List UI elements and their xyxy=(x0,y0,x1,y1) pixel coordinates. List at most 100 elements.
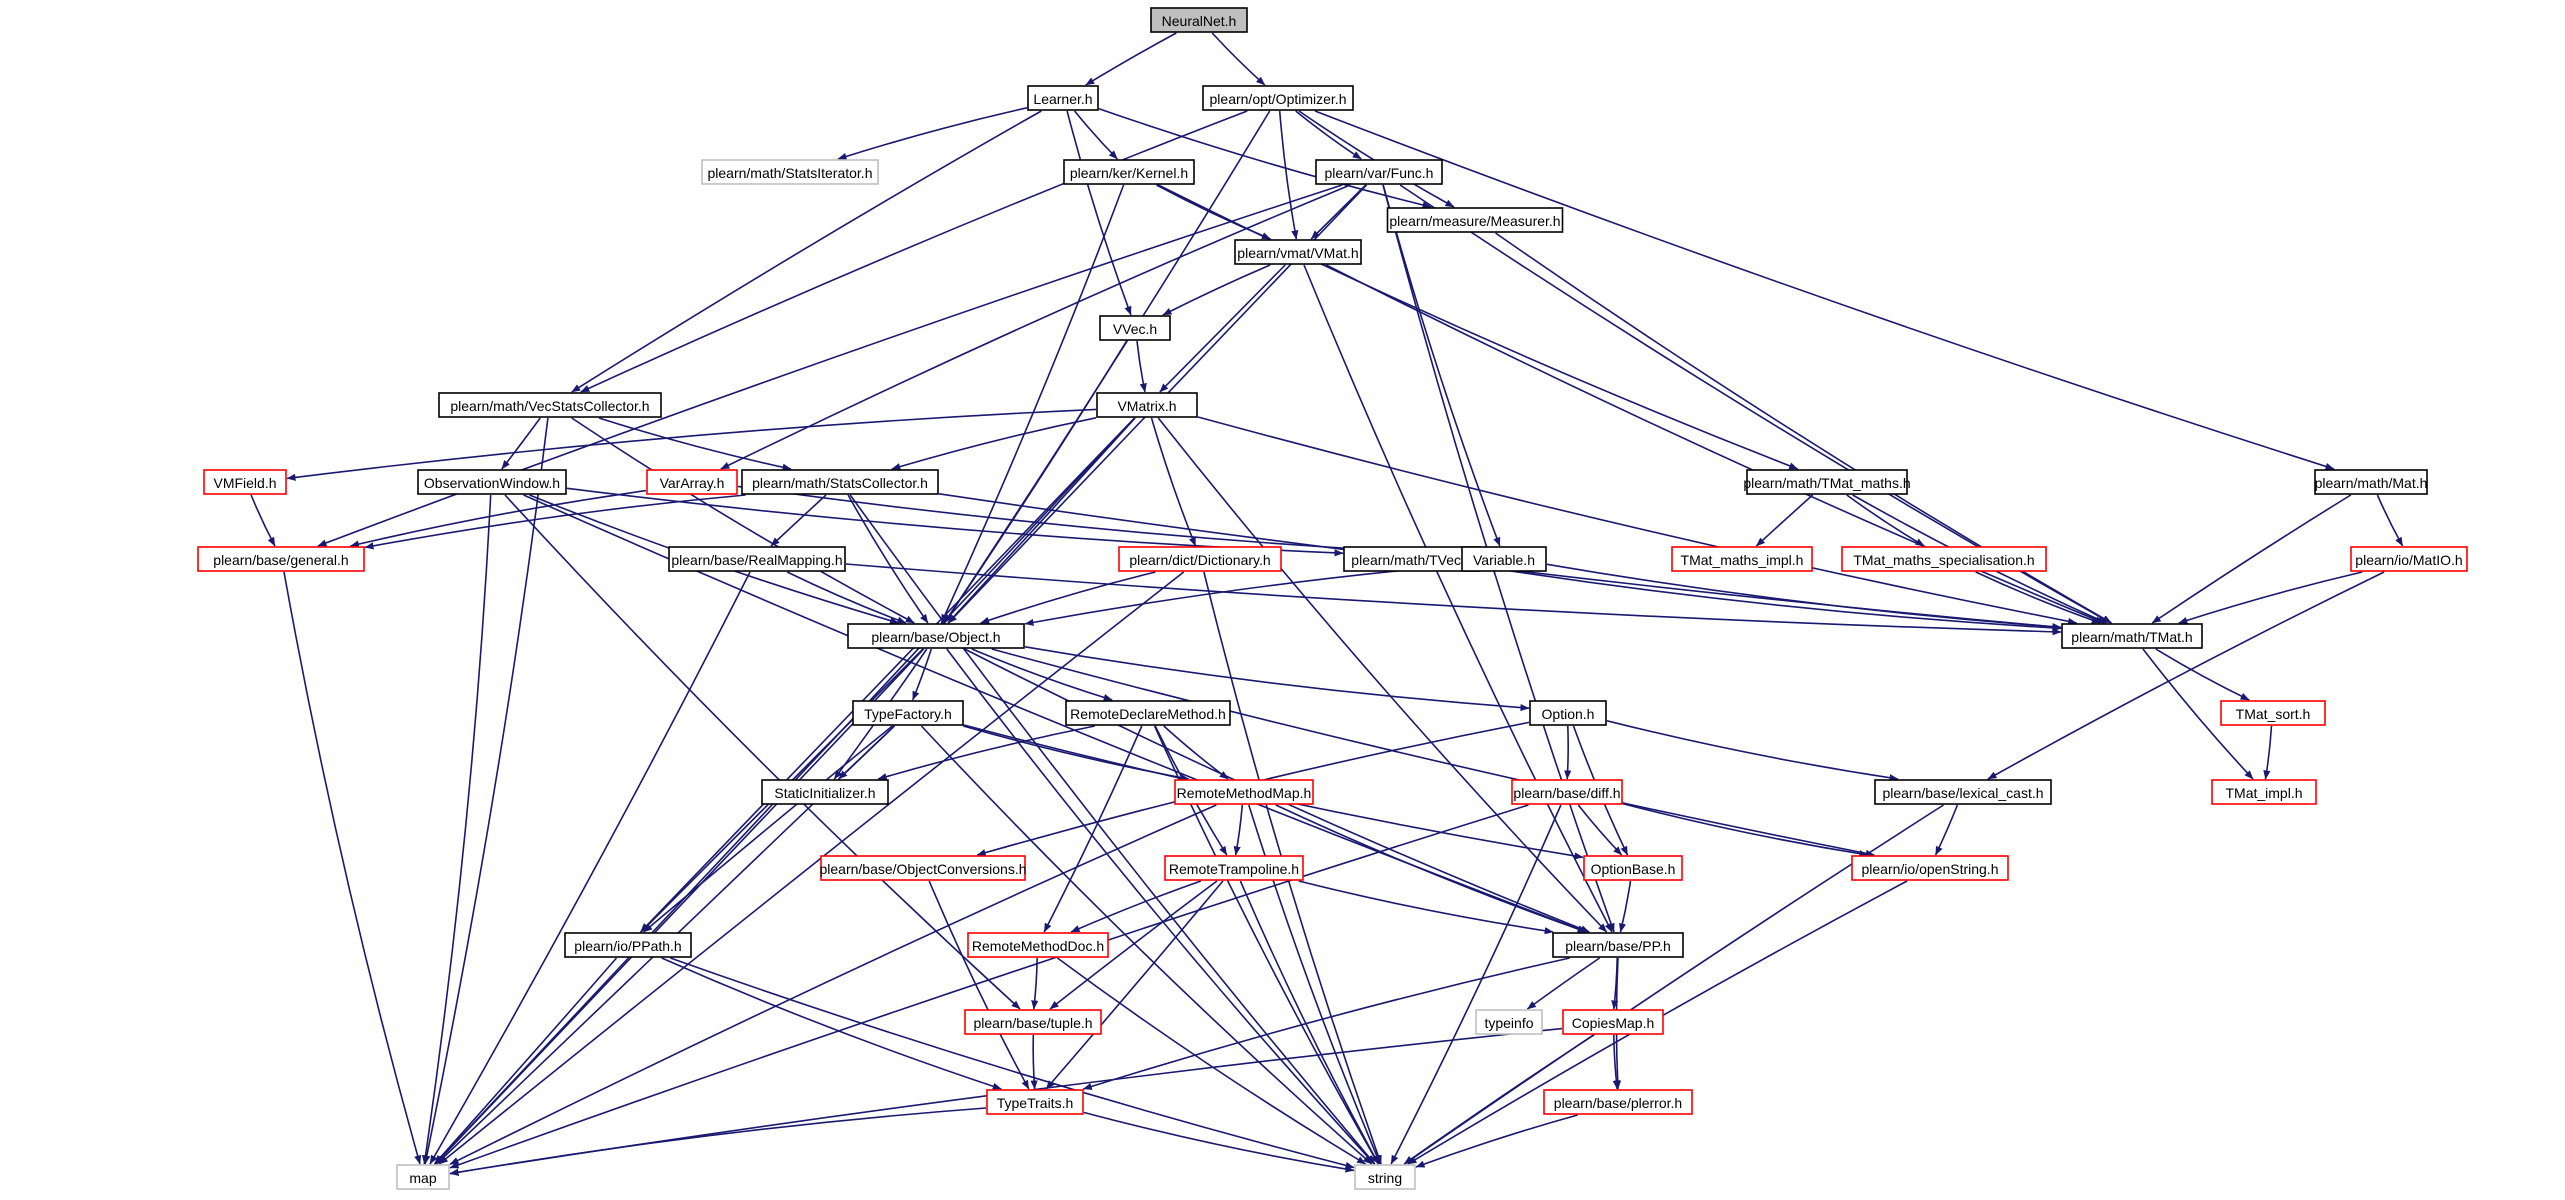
node-diff[interactable]: plearn/base/diff.h xyxy=(1511,779,1623,805)
node-label: RemoteDeclareMethod.h xyxy=(1070,706,1226,722)
node-remotedeclare[interactable]: RemoteDeclareMethod.h xyxy=(1065,700,1231,726)
node-plerror[interactable]: plearn/base/plerror.h xyxy=(1543,1089,1693,1115)
node-neuralnet[interactable]: NeuralNet.h xyxy=(1150,7,1248,33)
node-optimizer[interactable]: plearn/opt/Optimizer.h xyxy=(1202,85,1354,111)
node-label: TypeFactory.h xyxy=(864,706,952,722)
node-box xyxy=(396,1164,450,1190)
node-tmatmaths[interactable]: plearn/math/TMat_maths.h xyxy=(1743,469,1911,495)
edge-vmatrix-to-vmfield xyxy=(286,408,1097,481)
edge-optimizer-to-func xyxy=(1295,110,1362,160)
node-box xyxy=(203,469,287,495)
node-remotemethodmap[interactable]: RemoteMethodMap.h xyxy=(1174,779,1314,805)
node-tmatimpl[interactable]: TMat_impl.h xyxy=(2211,779,2317,805)
node-vmatrix[interactable]: VMatrix.h xyxy=(1096,392,1198,418)
node-typetraits[interactable]: TypeTraits.h xyxy=(986,1089,1084,1115)
edge-vvec-to-vmatrix xyxy=(1136,340,1147,393)
node-func[interactable]: plearn/var/Func.h xyxy=(1315,159,1443,185)
node-object[interactable]: plearn/base/Object.h xyxy=(847,623,1025,649)
node-label: plearn/measure/Measurer.h xyxy=(1389,213,1560,229)
node-openstring[interactable]: plearn/io/openString.h xyxy=(1851,855,2009,881)
node-copiesmap[interactable]: CopiesMap.h xyxy=(1562,1009,1664,1035)
node-box xyxy=(2220,700,2326,726)
node-tmat[interactable]: plearn/math/TMat.h xyxy=(2061,623,2203,649)
edge-tmatsort-to-tmatimpl xyxy=(2263,725,2273,780)
node-box xyxy=(1174,779,1314,805)
node-mat[interactable]: plearn/math/Mat.h xyxy=(2314,469,2428,495)
node-box xyxy=(197,546,365,572)
node-objconv[interactable]: plearn/base/ObjectConversions.h xyxy=(819,855,1027,881)
node-label: map xyxy=(409,1170,436,1186)
node-realmapping[interactable]: plearn/base/RealMapping.h xyxy=(668,546,846,572)
edge-remotedeclare-to-remotemethodmap xyxy=(1163,725,1229,780)
node-tmatmathsimpl[interactable]: TMat_maths_impl.h xyxy=(1671,546,1813,572)
node-obswin[interactable]: ObservationWindow.h xyxy=(417,469,567,495)
node-dictionary[interactable]: plearn/dict/Dictionary.h xyxy=(1118,546,1282,572)
node-remotemethoddoc[interactable]: RemoteMethodDoc.h xyxy=(967,932,1109,958)
node-label: plearn/io/openString.h xyxy=(1862,861,1999,877)
node-box xyxy=(1065,700,1231,726)
node-label: Variable.h xyxy=(1473,552,1535,568)
node-staticinit[interactable]: StaticInitializer.h xyxy=(761,779,889,805)
node-box xyxy=(1529,700,1607,726)
node-label: plearn/base/PP.h xyxy=(1565,938,1671,954)
edge-learner-to-kernel xyxy=(1073,110,1118,160)
node-box xyxy=(1543,1089,1693,1115)
node-box xyxy=(564,932,692,958)
node-vmat[interactable]: plearn/vmat/VMat.h xyxy=(1234,239,1362,265)
node-label: TypeTraits.h xyxy=(997,1095,1074,1111)
node-typeinfo[interactable]: typeinfo xyxy=(1475,1009,1543,1035)
node-tvec[interactable]: plearn/math/TVec.h xyxy=(1343,546,1481,572)
node-learner[interactable]: Learner.h xyxy=(1027,85,1099,111)
node-label: RemoteMethodDoc.h xyxy=(972,938,1104,954)
node-general[interactable]: plearn/base/general.h xyxy=(197,546,365,572)
node-vmfield[interactable]: VMField.h xyxy=(203,469,287,495)
node-kernel[interactable]: plearn/ker/Kernel.h xyxy=(1063,159,1195,185)
edge-optimizer-to-vmat xyxy=(1278,110,1299,240)
edge-remotetrampoline-to-remotemethoddoc xyxy=(1070,880,1202,933)
node-vvec[interactable]: VVec.h xyxy=(1099,315,1171,341)
node-string[interactable]: string xyxy=(1354,1164,1416,1190)
node-typefactory[interactable]: TypeFactory.h xyxy=(852,700,964,726)
node-statsiterator[interactable]: plearn/math/StatsIterator.h xyxy=(701,159,879,185)
edge-remotemethodmap-to-string xyxy=(1248,804,1381,1165)
node-pp[interactable]: plearn/base/PP.h xyxy=(1552,932,1684,958)
edge-ppath-to-string xyxy=(670,957,1355,1169)
edge-typefactory-to-ppath xyxy=(643,725,893,933)
node-variable[interactable]: Variable.h xyxy=(1461,546,1547,572)
node-measurer[interactable]: plearn/measure/Measurer.h xyxy=(1386,207,1564,233)
edge-copiesmap-to-plerror xyxy=(1612,1034,1620,1090)
edge-object-to-option xyxy=(1024,646,1530,712)
edge-realmapping-to-tmat xyxy=(845,563,2062,636)
node-option[interactable]: Option.h xyxy=(1529,700,1607,726)
node-label: plearn/math/StatsIterator.h xyxy=(708,165,873,181)
node-box xyxy=(701,159,879,185)
edge-tmat-to-tmatsort xyxy=(2155,648,2250,701)
node-tmatmathsspec[interactable]: TMat_maths_specialisation.h xyxy=(1841,546,2047,572)
node-matio[interactable]: plearn/io/MatIO.h xyxy=(2350,546,2468,572)
node-box xyxy=(1027,85,1099,111)
edge-matio-to-tmat xyxy=(2178,571,2363,624)
node-label: plearn/opt/Optimizer.h xyxy=(1210,91,1347,107)
edge-typefactory-to-string xyxy=(920,725,1373,1165)
node-vecstats[interactable]: plearn/math/VecStatsCollector.h xyxy=(438,392,662,418)
edge-realmapping-to-object xyxy=(786,571,907,624)
node-label: OptionBase.h xyxy=(1591,861,1676,877)
node-statscollector[interactable]: plearn/math/StatsCollector.h xyxy=(741,469,939,495)
node-tmatsort[interactable]: TMat_sort.h xyxy=(2220,700,2326,726)
node-remotetrampoline[interactable]: RemoteTrampoline.h xyxy=(1164,855,1304,881)
edge-mat-to-matio xyxy=(2376,494,2404,547)
edge-optimizer-to-mat xyxy=(1314,110,2335,470)
node-vararray[interactable]: VarArray.h xyxy=(646,469,738,495)
edge-tmat-to-tmatimpl xyxy=(2142,648,2254,780)
node-optionbase[interactable]: OptionBase.h xyxy=(1583,855,1683,881)
edge-remotemethoddoc-to-string xyxy=(1056,957,1367,1165)
node-lexicalcast[interactable]: plearn/base/lexical_cast.h xyxy=(1874,779,2052,805)
node-box xyxy=(417,469,567,495)
node-tuple[interactable]: plearn/base/tuple.h xyxy=(964,1009,1102,1035)
edge-vararray-to-variable xyxy=(737,485,1462,559)
edge-dictionary-to-map xyxy=(438,571,1185,1165)
node-map[interactable]: map xyxy=(396,1164,450,1190)
node-ppath[interactable]: plearn/io/PPath.h xyxy=(564,932,692,958)
node-label: RemoteMethodMap.h xyxy=(1177,785,1312,801)
node-label: TMat_sort.h xyxy=(2236,706,2311,722)
